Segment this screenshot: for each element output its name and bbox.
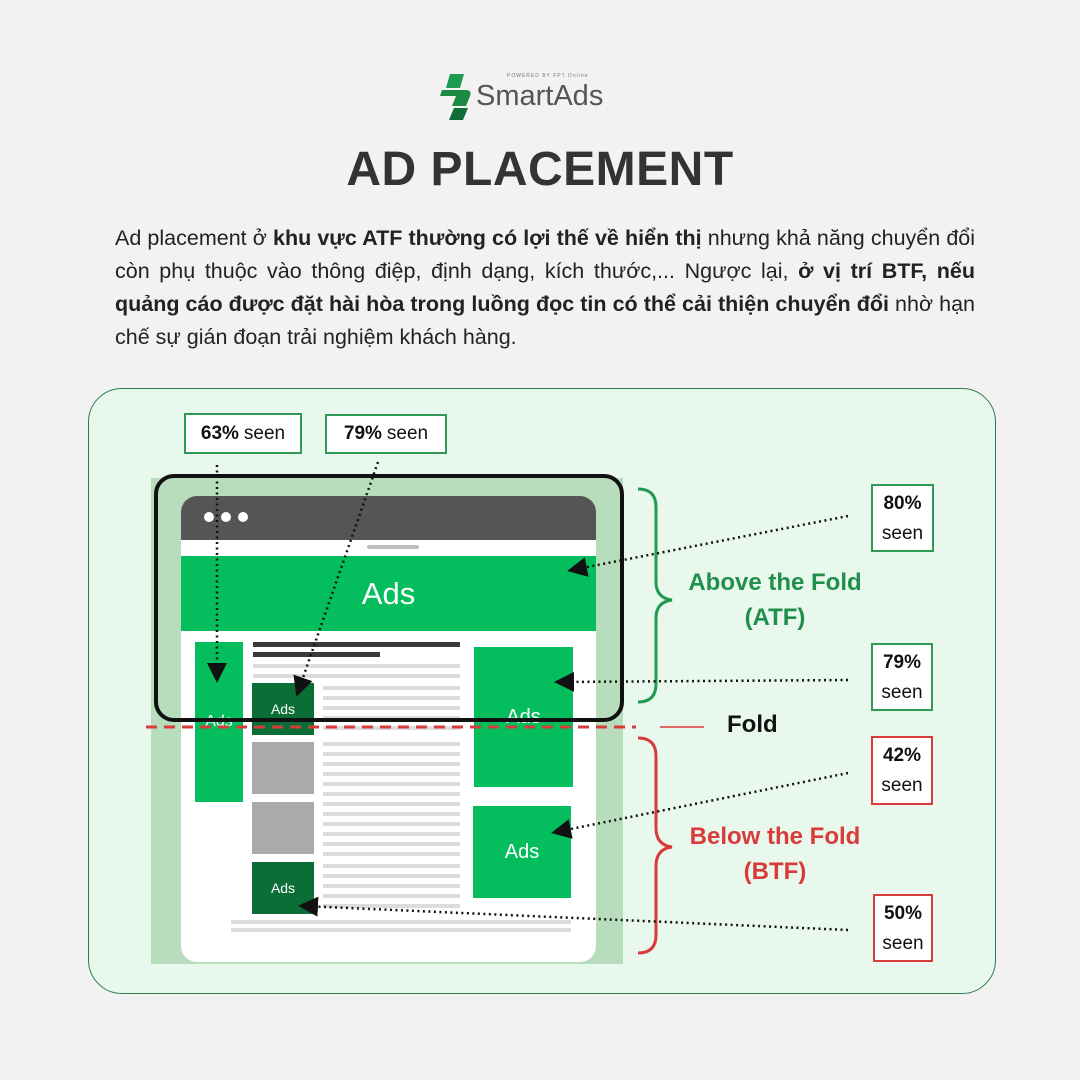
image-placeholder (252, 742, 314, 794)
text-line (323, 726, 460, 730)
text-line (323, 706, 460, 710)
headline-line (253, 642, 460, 647)
text-line (323, 822, 460, 826)
text-line (323, 752, 460, 756)
btf-brace (637, 736, 673, 955)
text-line (323, 852, 460, 856)
text-line (323, 904, 460, 908)
page-title: AD PLACEMENT (346, 143, 734, 196)
arrow-79-right (554, 671, 849, 692)
stat-right-top: 79%seen (871, 643, 933, 711)
text-line (323, 874, 460, 878)
brand-name: SmartAds (476, 80, 604, 112)
browser-title-bar (181, 496, 596, 540)
window-dot-icon (238, 512, 248, 522)
text-line (323, 772, 460, 776)
stat-inline-top: 79%seen (325, 414, 447, 454)
arrow-79-top (293, 461, 380, 697)
intro-paragraph: Ad placement ở khu vực ATF thường có lợi… (115, 226, 976, 349)
text-line (323, 792, 460, 796)
ad-banner-top: Ads (181, 556, 596, 631)
text-line (323, 842, 460, 846)
smartads-logo-icon (440, 74, 471, 120)
text-line (323, 742, 460, 746)
arrow-80 (567, 514, 849, 577)
window-dot-icon (204, 512, 214, 522)
headline-line (253, 652, 380, 657)
text-line (323, 686, 460, 690)
scroll-indicator (367, 545, 419, 549)
atf-brace (637, 487, 673, 704)
text-line (323, 696, 460, 700)
text-line (231, 928, 571, 932)
btf-label: Below the Fold(BTF) (689, 823, 861, 885)
ad-right-top: Ads (474, 647, 573, 787)
browser-mockup: Ads Ads Ads Ads Ads Ads (181, 496, 596, 962)
text-line (323, 884, 460, 888)
text-line (253, 664, 460, 668)
text-line (231, 920, 571, 924)
atf-viewport-frame (154, 474, 624, 722)
fold-label: Fold (727, 711, 778, 738)
text-line (323, 782, 460, 786)
text-line (323, 762, 460, 766)
atf-label: Above the Fold(ATF) (688, 569, 862, 631)
stat-banner: 80%seen (871, 484, 934, 552)
stat-inline-bottom: 50%seen (873, 894, 933, 962)
text-line (253, 674, 460, 678)
text-line (323, 832, 460, 836)
text-line (323, 894, 460, 898)
text-line (323, 802, 460, 806)
arrow-42 (551, 771, 849, 839)
text-line (323, 812, 460, 816)
arrow-50 (298, 896, 849, 932)
powered-by-text: POWERED BY FPT Online (507, 73, 589, 79)
image-placeholder (252, 802, 314, 854)
stat-right-bottom: 42%seen (871, 736, 933, 805)
window-dot-icon (221, 512, 231, 522)
text-line (323, 864, 460, 868)
stat-left-sidebar: 63%seen (184, 413, 302, 454)
